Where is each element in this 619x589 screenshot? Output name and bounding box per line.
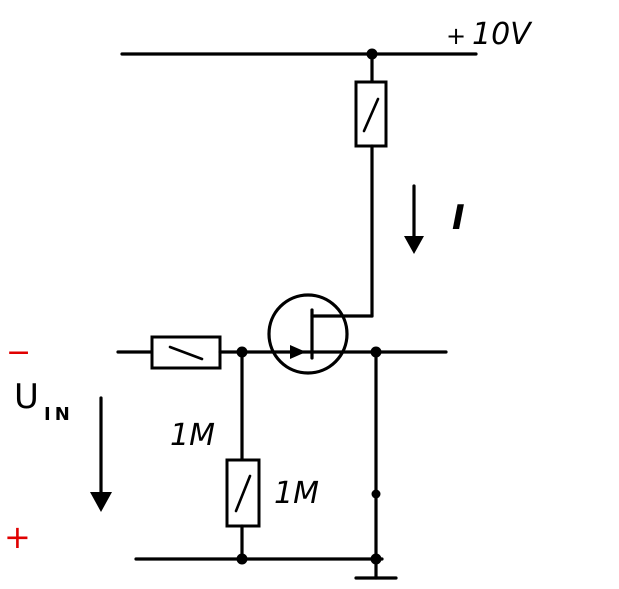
input-voltage-subscript: IN bbox=[44, 404, 74, 425]
jfet-transistor bbox=[267, 293, 374, 375]
input-voltage-symbol: U bbox=[14, 377, 39, 417]
input-voltage-arrow bbox=[90, 396, 112, 512]
input-bottom-polarity: + bbox=[4, 518, 31, 556]
bottom-left-junction-dot bbox=[236, 553, 248, 565]
mid-dot bbox=[371, 489, 381, 499]
drain-resistor bbox=[354, 80, 388, 148]
input-top-polarity: − bbox=[6, 335, 31, 370]
supply-sign: + bbox=[446, 22, 466, 50]
current-label: I bbox=[452, 198, 465, 238]
lower-resistor-label: 1M bbox=[274, 476, 319, 511]
supply-voltage-label: 10V bbox=[472, 17, 533, 52]
bottom-right-junction-dot bbox=[370, 553, 382, 565]
lower-resistor bbox=[225, 458, 261, 528]
series-input-resistor bbox=[150, 335, 222, 370]
shunt-resistor-label: 1M bbox=[170, 418, 215, 453]
current-arrow bbox=[404, 184, 424, 254]
